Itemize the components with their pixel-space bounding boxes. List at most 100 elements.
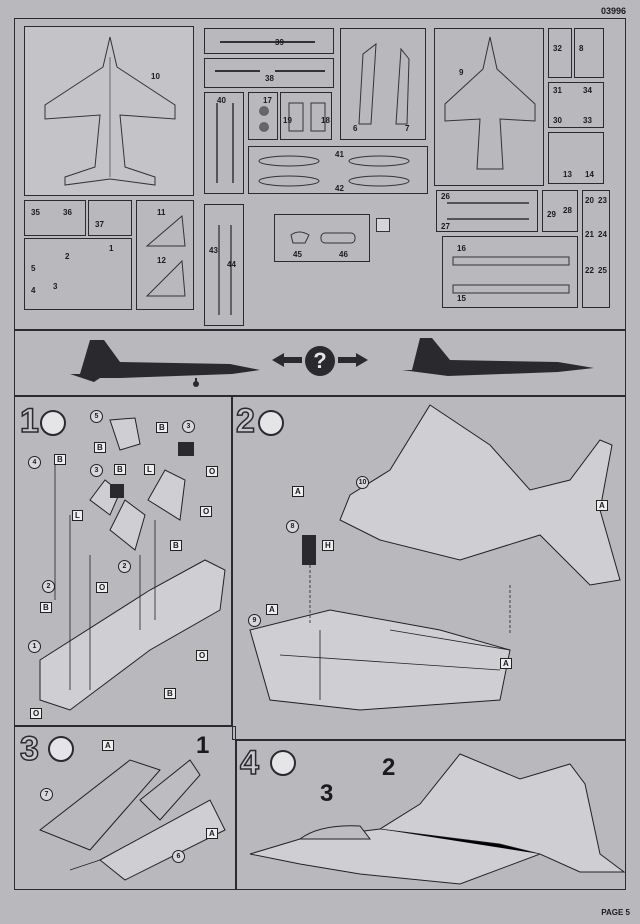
arrow-right-icon (338, 353, 368, 367)
part-callout: 3 (182, 420, 195, 433)
part-callout: 6 (172, 850, 185, 863)
glue-letter: B (164, 688, 176, 699)
part-label: 1 (109, 244, 114, 253)
sprue-panel-small-c: 31 34 30 33 (548, 82, 604, 128)
glue-marker: A (500, 658, 512, 669)
sprue-panel-small-d: 13 14 (548, 132, 604, 184)
part-label: 39 (275, 38, 284, 47)
glue-marker: L (144, 464, 155, 475)
part-callout: 8 (286, 520, 299, 533)
part-label: 22 (585, 266, 594, 275)
glue-letter: L (144, 464, 155, 475)
part-label: 45 (293, 250, 302, 259)
part-callout: 2 (42, 580, 55, 593)
part-label: 4 (31, 286, 36, 295)
glue-marker: O (30, 708, 43, 719)
part-label: 25 (598, 266, 607, 275)
part-label: 40 (217, 96, 226, 105)
step-number: 4 (239, 744, 259, 782)
sprue-panel-fuselage: 10 (24, 26, 194, 196)
part-label: 32 (553, 44, 562, 53)
glue-letter: O (206, 466, 219, 477)
glue-marker: B (170, 540, 182, 551)
sprue-panel-missiles: 40 (204, 92, 244, 194)
part-label: 3 (53, 282, 58, 291)
glue-tube-icon (258, 410, 284, 436)
part-label: 6 (353, 124, 358, 133)
identify-strip (14, 330, 626, 396)
part-label: 35 (31, 208, 40, 217)
part-label: 23 (598, 196, 607, 205)
glue-marker: O (96, 582, 109, 593)
part-callout: 9 (248, 614, 261, 627)
glue-letter: O (30, 708, 43, 719)
glue-letter: B (40, 602, 52, 613)
glue-tube-icon (40, 410, 66, 436)
aircraft-silhouette-left (70, 340, 260, 387)
step-number: 1 (19, 402, 39, 440)
part-label: 34 (583, 86, 592, 95)
sprue-panel-lower-fuselage: 9 (434, 28, 544, 186)
sprue-panel-small-b: 8 (574, 28, 604, 78)
glue-marker: A (206, 828, 218, 839)
glue-marker: O (200, 506, 213, 517)
sprue-panel-pylons: 43 44 (204, 204, 244, 326)
sprue-panel-engine-halves: 16 15 (442, 236, 578, 308)
sprue-panel-canopy: 45 46 (274, 214, 370, 262)
aircraft-silhouette-right (402, 338, 594, 376)
glue-marker: O (196, 650, 209, 661)
part-label: 30 (553, 116, 562, 125)
cockpit-install-drawing (39, 759, 226, 881)
glue-marker: B (94, 442, 106, 453)
glue-tube-icon (48, 736, 74, 762)
step-4-panel (236, 740, 626, 890)
glue-marker: B (164, 688, 176, 699)
glue-letter: H (322, 540, 334, 551)
assembly-reference: 3 (320, 780, 334, 807)
sprue-panel-tanks: 41 42 (248, 146, 428, 194)
part-label: 31 (553, 86, 562, 95)
part-label: 12 (157, 256, 166, 265)
glue-letter: O (200, 506, 213, 517)
glue-letter: L (72, 510, 83, 521)
glue-letter: A (292, 486, 304, 497)
part-callout: 4 (28, 456, 41, 469)
sprue-panel-wheels: 17 (248, 92, 278, 140)
clear-parts-square (376, 218, 390, 232)
glue-letter: A (500, 658, 512, 669)
part-label: 14 (585, 170, 594, 179)
step-1-panel (14, 396, 232, 726)
part-label: 19 (283, 116, 292, 125)
step-number: 2 (235, 402, 255, 440)
part-callout: 1 (28, 640, 41, 653)
part-label: 8 (579, 44, 584, 53)
glue-letter: B (94, 442, 106, 453)
sprue-panel-strakes: 39 (204, 28, 334, 54)
part-callout: 2 (118, 560, 131, 573)
glue-letter: B (54, 454, 66, 465)
part-label: 28 (563, 206, 572, 215)
glue-letter: O (96, 582, 109, 593)
arrow-left-icon (272, 353, 302, 367)
glue-marker: B (156, 422, 168, 433)
glue-marker: A (266, 604, 278, 615)
glue-marker: H (322, 540, 334, 551)
part-label: 11 (157, 208, 166, 217)
glue-letter: B (170, 540, 182, 551)
part-label: 26 (441, 192, 450, 201)
sprue-panel-seat: 37 (88, 200, 132, 236)
glue-marker: A (596, 500, 608, 511)
final-assembly-drawing (249, 753, 626, 885)
part-label: 2 (65, 252, 70, 261)
document-code: 03996 (600, 6, 626, 16)
assembly-reference: 1 (196, 732, 210, 759)
glue-letter: B (114, 464, 126, 475)
part-label: 5 (31, 264, 36, 273)
step-2-panel (232, 396, 626, 740)
part-callout: 7 (40, 788, 53, 801)
sprue-panel-doors: 19 18 (280, 92, 332, 140)
part-label: 43 (209, 246, 218, 255)
page-label: PAGE 5 (601, 908, 630, 917)
part-label: 18 (321, 116, 330, 125)
part-callout: 5 (90, 410, 103, 423)
